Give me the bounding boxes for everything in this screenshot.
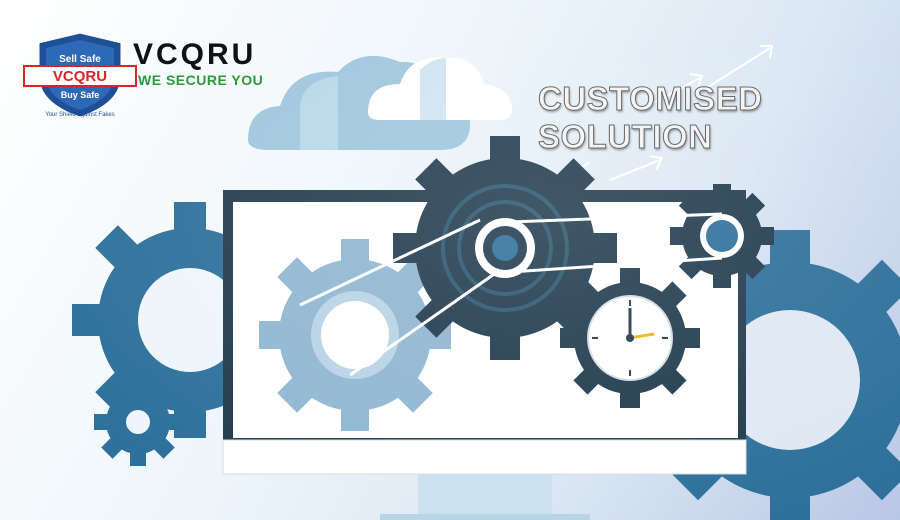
brand-tagline: WE SECURE YOU [138,72,264,88]
badge-bottom-text: Buy Safe [61,90,100,100]
badge-mid-text: VCQRU [53,68,107,85]
headline-line-2: SOLUTION [537,118,713,156]
brand-name: VCQRU [133,38,257,71]
shield-logo: Sell Safe VCQRU Buy Safe Your Shield aga… [23,30,137,118]
headline: CUSTOMISED SOLUTION [537,80,763,156]
badge-ribbon-text: Your Shield against Fakes [45,112,115,118]
headline-line-1: CUSTOMISED [537,80,763,118]
badge-top-text: Sell Safe [59,54,101,65]
